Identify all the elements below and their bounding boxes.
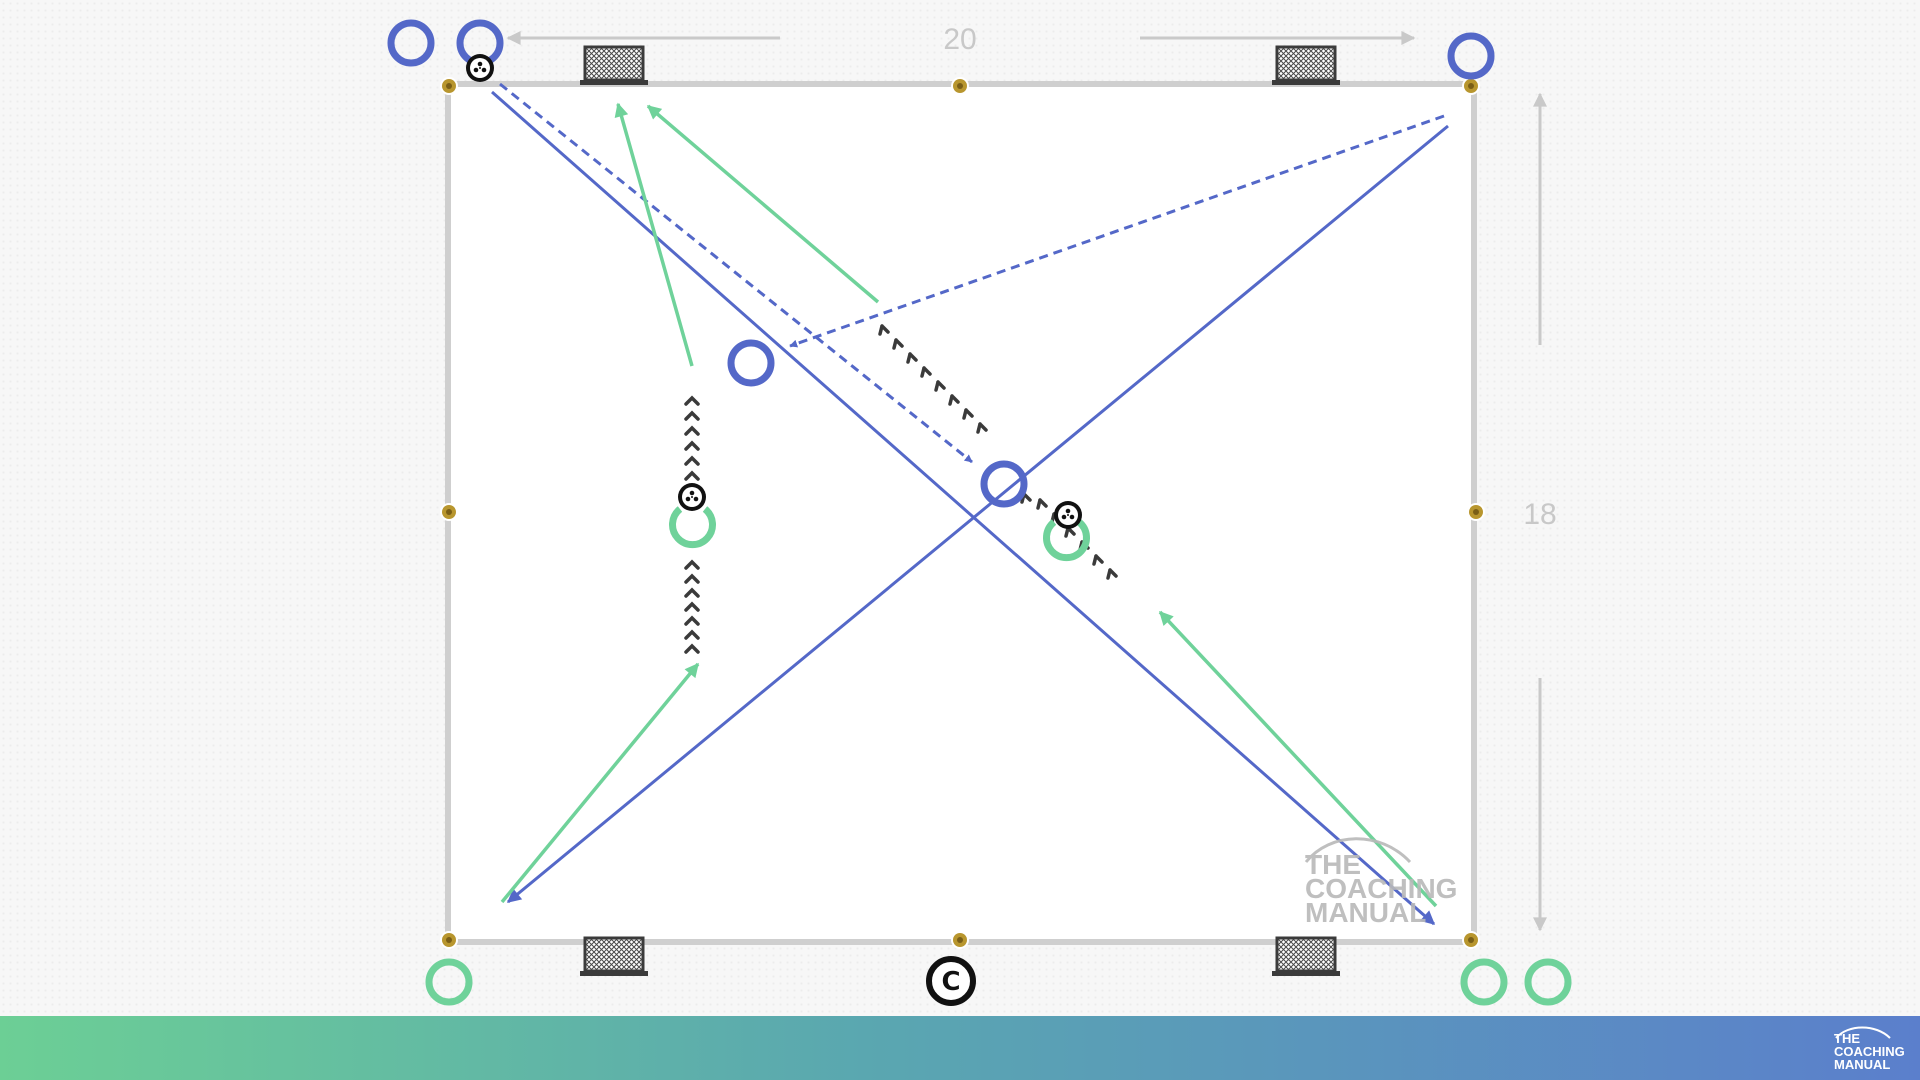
footer-logo-line: COACHING: [1834, 1044, 1905, 1059]
drill-diagram: 20 18: [387, 19, 1572, 1006]
logo-swoosh-icon: [1835, 1026, 1891, 1039]
blue-dashed-pass: [499, 82, 973, 464]
coach-label: C: [941, 967, 960, 997]
green-run-arrow: [646, 104, 880, 304]
watermark-line: MANUAL: [1305, 897, 1426, 928]
logo-swoosh-icon: [1304, 837, 1412, 864]
cone-marker: [440, 77, 458, 95]
blue-solid-diagonal-run: [506, 124, 1449, 904]
green-run-arrow: [500, 662, 700, 904]
green-team-players: [425, 506, 1572, 1006]
green-run-arrow: [1158, 610, 1438, 908]
blue-solid-diagonal-run: [491, 90, 1436, 926]
cone-marker: [1467, 503, 1485, 521]
blue-runs: [491, 82, 1449, 926]
goal-net-icon: [578, 936, 650, 978]
watermark-line: COACHING: [1305, 873, 1457, 904]
ball-icon: [1054, 501, 1082, 529]
cone-marker: [440, 931, 458, 949]
width-dimension: 20: [506, 23, 1416, 56]
footer-logo-line: THE: [1834, 1031, 1860, 1046]
cone-marker: [951, 931, 969, 949]
width-label: 20: [943, 23, 976, 56]
pitch-area: [448, 84, 1474, 942]
cone-marker: [440, 503, 458, 521]
green-player: [669, 506, 716, 549]
length-label: 18: [1523, 498, 1556, 531]
blue-dashed-pass: [789, 114, 1445, 348]
dribble-path: [684, 395, 700, 481]
green-runs: [500, 102, 1438, 908]
coach-icon: C: [926, 956, 976, 1006]
goal-net-icon: [1270, 45, 1342, 87]
goal-net-icon: [578, 45, 650, 87]
blue-player: [1447, 32, 1495, 80]
green-player: [1460, 958, 1508, 1006]
green-run-arrow: [614, 102, 694, 367]
dribble-path: [684, 559, 700, 654]
goal-net-icon: [1270, 936, 1342, 978]
length-dimension: 18: [1523, 92, 1557, 932]
watermark-line: THE: [1305, 849, 1361, 880]
blue-player: [387, 19, 435, 67]
blue-player: [980, 460, 1028, 508]
blue-player: [727, 339, 775, 387]
cone-marker: [1462, 77, 1480, 95]
dribble-path: [878, 324, 1118, 580]
ball-icon: [466, 54, 494, 82]
cone-marker: [951, 77, 969, 95]
footer-logo-line: MANUAL: [1834, 1057, 1890, 1072]
footer-gradient-bar: THE COACHING MANUAL: [0, 1016, 1920, 1080]
green-player: [1043, 519, 1090, 562]
ball-icon: [678, 483, 706, 511]
cone-marker: [1462, 931, 1480, 949]
green-player: [425, 958, 473, 1006]
watermark-logo: THE COACHING MANUAL: [1304, 837, 1457, 928]
green-player: [1524, 958, 1572, 1006]
footer-logo: THE COACHING MANUAL: [1834, 1026, 1905, 1072]
